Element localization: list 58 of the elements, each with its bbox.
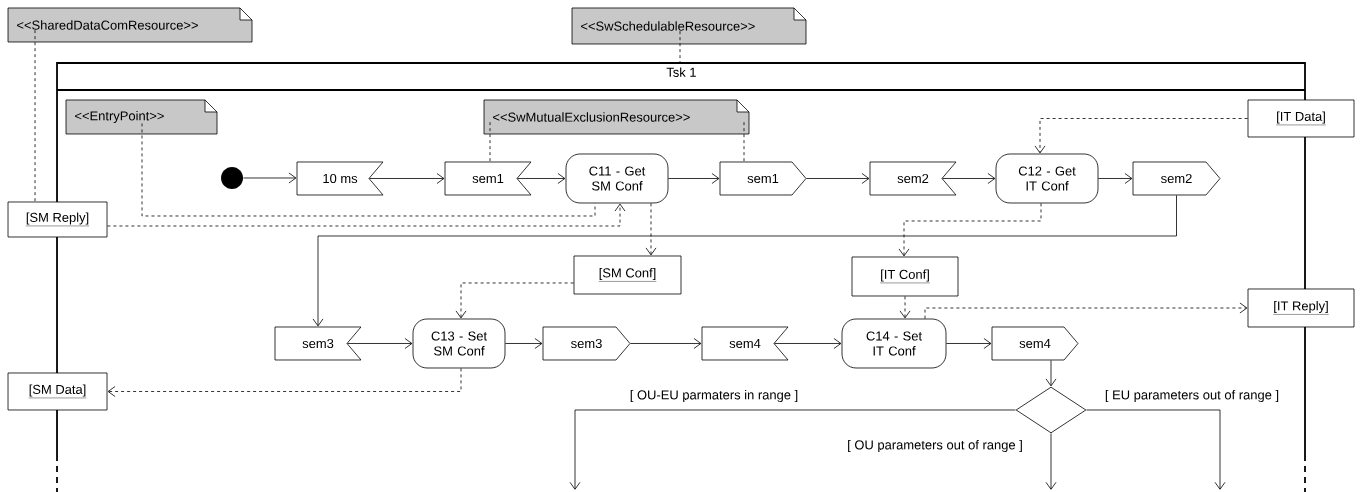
object-box: [IT Reply] [1247, 288, 1355, 328]
accept-event: sem4 [701, 326, 789, 361]
arrow [899, 296, 911, 319]
arrow [517, 173, 566, 184]
dependency-line [679, 30, 681, 64]
edge-label: [ OU-EU parmaters in range ] [628, 388, 800, 404]
note-box: <<SharedDataComResource>> [7, 7, 253, 43]
accept-event: 10 ms [296, 161, 384, 196]
start-dot [221, 167, 243, 189]
arrow [774, 338, 842, 349]
arrow [806, 173, 870, 184]
arrow [369, 173, 445, 184]
edge-label: [ EU parameters out of range ] [1103, 388, 1281, 404]
arrow [569, 409, 1016, 490]
arrow [1098, 173, 1133, 184]
send-signal: sem1 [719, 161, 807, 196]
arrow [946, 338, 992, 349]
arrow [1086, 409, 1226, 490]
dependency-line [34, 29, 36, 202]
note-box: <<EntryPoint>> [65, 99, 218, 135]
arrow [107, 203, 626, 227]
arrow [1045, 433, 1057, 490]
arrow [942, 173, 996, 184]
arrow [630, 338, 702, 349]
dependency-line [489, 121, 491, 162]
object-box: [SM Reply] [7, 201, 108, 238]
object-box: [SM Conf] [573, 255, 682, 295]
arrow [645, 203, 657, 256]
note-box: <<SwMutualExclusionResource>> [483, 99, 750, 135]
dependency-line [743, 121, 745, 162]
object-box: [SM Data] [7, 372, 108, 411]
accept-event: sem2 [869, 161, 957, 196]
send-signal: sem4 [991, 326, 1079, 361]
edge-label: [ OU parameters out of range ] [846, 438, 1024, 454]
accept-event: sem1 [444, 161, 532, 196]
dependency-line [141, 123, 596, 217]
arrow [243, 172, 297, 184]
arrow [924, 302, 1248, 319]
send-signal: sem3 [542, 326, 631, 361]
arrow [312, 195, 1177, 327]
arrow [898, 203, 1042, 257]
accept-event: sem3 [274, 326, 362, 361]
action-box: C14 - Set IT Conf [841, 318, 947, 369]
object-box: [IT Conf] [851, 256, 959, 297]
arrow [1045, 360, 1057, 387]
send-signal: sem2 [1132, 161, 1221, 196]
action-box: C13 - Set SM Conf [412, 318, 506, 369]
decision-diamond [1015, 386, 1087, 434]
arrow [107, 368, 462, 397]
object-box: [IT Data] [1247, 99, 1355, 138]
arrow [347, 338, 413, 349]
arrow [1034, 118, 1248, 154]
note-box: <<SwSchedulableResource>> [571, 7, 807, 45]
action-box: C11 - Get SM Conf [565, 153, 669, 204]
arrow [455, 282, 574, 319]
action-box: C12 - Get IT Conf [995, 153, 1099, 204]
arrow [668, 173, 720, 184]
arrow [505, 338, 543, 349]
